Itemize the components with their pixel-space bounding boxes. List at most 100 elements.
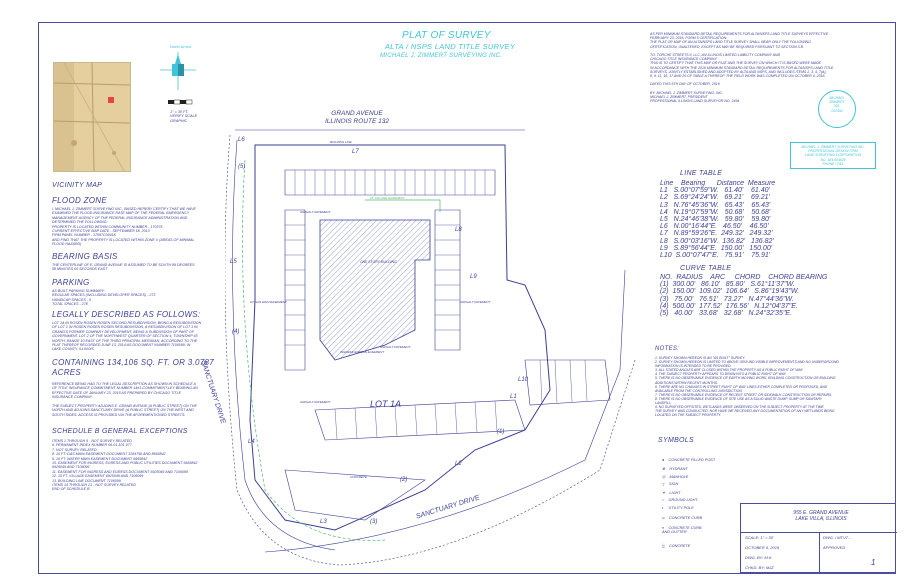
street-label-grand-avenue: GRAND AVENUE ILLINOIS ROUTE 132 [325, 110, 389, 125]
curve-label-4: (4) [232, 329, 240, 335]
vicinity-map-graphic [54, 63, 130, 171]
vicinity-map-title: VICINITY MAP [52, 182, 103, 189]
line-table: Line Bearing Distance Measure L1 S.00°07… [660, 180, 775, 259]
scale-text: 1" = 30 FT. VERIFY SCALE GRAPHIC [170, 110, 198, 123]
plan-note-concrete: CONCRETE [350, 475, 367, 479]
notes-text: 1. SURVEY SHOWN HEREON IS AN "AS BUILT" … [655, 356, 839, 418]
survey-title-2: ALTA / NSPS LAND TITLE SURVEY [385, 42, 516, 51]
easement-line [242, 159, 386, 541]
line-label-l6: L6 [238, 137, 245, 143]
parking-heading: PARKING [52, 278, 90, 287]
symbol-curb-gutter: ≡ CONCRETE CURB AND GUTTER [662, 526, 702, 534]
table-row: L8 S.00°03'16"W. 136.82' 136.82' [660, 237, 774, 245]
company-stamp: MICHAEL J. ZIMMERT SURVEYING INC. PROFES… [790, 142, 876, 170]
title-block-approved: APPROVED [823, 545, 846, 550]
symbol-hydrant: ⊕ HYDRANT [662, 467, 688, 471]
table-row: (5) 40.00' 33.68' 32.68' N.24°32'35"E. [660, 310, 793, 318]
curve-table-title: CURVE TABLE [680, 265, 732, 272]
road-curb-west [232, 139, 336, 551]
table-row: L3 N.76°45'36"W. 65.43' 65.43' [660, 201, 771, 209]
line-table-header: Line Bearing Distance Measure [660, 180, 776, 187]
symbol-concrete-curb: ═ CONCRETE CURB [662, 516, 703, 520]
plan-note-building-line: BUILDING LINE [330, 140, 352, 144]
notes-heading: NOTES: [655, 346, 680, 352]
line-label-l4: L4 [248, 439, 255, 445]
line-label-l8: L8 [455, 227, 462, 233]
plan-note-village-easement: 15' VILLAGE EASEMENT [370, 196, 405, 200]
table-row: L9 S.89°56'44"E. 150.00' 150.00' [660, 244, 773, 252]
title-block-date: OCTOBER 6, 2016 [745, 545, 780, 550]
plan-note-gas-easement: 10' GAS MAIN EASEMENT [250, 300, 287, 304]
table-row: L5 N.24°46'38"W. 59.80' 59.80' [660, 216, 771, 224]
vicinity-map-image [53, 62, 131, 172]
line-label-l5: L5 [230, 259, 237, 265]
containing-heading: CONTAINING 134,106 SQ. FT. OR 3.0787 ACR… [52, 358, 214, 377]
bearing-basis-text: THE CENTERLINE OF E. GRAND AVENUE IS ASS… [52, 263, 195, 272]
symbol-manhole: ◎ MANHOLE [662, 475, 689, 479]
curve-label-5: (5) [238, 164, 246, 170]
schedule-b-heading: SCHEDULE B GENERAL EXCEPTIONS [52, 428, 188, 435]
title-block-scale: SCALE: 1" = 30' [745, 535, 774, 540]
drawing-sheet [38, 22, 896, 574]
legal-description-heading: LEGALLY DESCRIBED AS FOLLOWS: [52, 310, 201, 319]
table-row: (3) 75.00' 76.51' 73.27' N.47°44'36"W. [660, 295, 794, 303]
north-arrow-label: North Arrow [170, 44, 192, 49]
title-block-drawn: DWG. BY: M.K. [745, 555, 773, 560]
flood-zone-heading: FLOOD ZONE [52, 196, 108, 205]
title-block-number: 1 [871, 558, 876, 567]
plan-note-asphalt-2: ASPHALT PAVEMENT [380, 345, 411, 349]
line-table-title: LINE TABLE [680, 170, 723, 177]
site-plan [225, 129, 636, 566]
scale-bar-graphic [168, 99, 193, 105]
curve-table: NO. RADIUS ARC CHORD CHORD BEARING (1) 3… [660, 274, 827, 317]
survey-title-3: MICHAEL J. ZIMMERT SURVEYING INC. [380, 53, 503, 59]
title-block-dwg: DWG. / MTVT... [823, 535, 852, 540]
table-row: L7 N.89°59'26"E. 249.32' 249.32' [660, 230, 773, 238]
symbol-concrete-post: ● CONCRETE FILLED POST [662, 458, 716, 462]
curve-label-3: (3) [370, 519, 378, 525]
line-label-l7: L7 [352, 149, 359, 155]
parking-text: AS BUILT PARKING SUMMARY: REGULAR SPACES… [52, 289, 156, 307]
table-row: L6 N.00°16'44"E. 46.50' 46.50' [660, 223, 769, 231]
curve-label-1: (1) [497, 429, 505, 435]
plan-note-building: ONE STORY BUILDING [360, 260, 397, 264]
symbol-sign: ┬ SIGN [662, 482, 679, 486]
table-row: L1 S.00°07'59"W. 61.40' 61.40' [660, 187, 770, 195]
table-row: L10 S.00°07'47"E. 75.91' 75.91' [660, 252, 771, 260]
legal-description-text: LOT 1A IN ROSEN ROSEN ROSEN SECOND RESUB… [52, 321, 202, 352]
property-boundary [249, 144, 551, 531]
plan-note-asphalt-1: ASPHALT PAVEMENT [300, 210, 331, 214]
line-label-l9: L9 [470, 274, 477, 280]
road-curb-south [264, 269, 626, 553]
line-label-l3: L3 [320, 519, 327, 525]
symbol-ground-light: ○ GROUND LIGHT [662, 498, 698, 502]
table-row: (1) 300.00' 86.10' 85.80' S.61°11'37"W. [660, 281, 795, 289]
survey-title-1: PLAT OF SURVEY [402, 30, 491, 41]
plan-note-asphalt-4: ASPHALT PAVEMENT [460, 300, 491, 304]
table-row: (4) 500.00' 177.52' 176.56' N.12°04'37"E… [660, 302, 798, 310]
north-arrow-icon [160, 52, 196, 90]
curve-label-2: (2) [400, 477, 408, 483]
containing-text: REFERENCE BEING HAD TO THE LEGAL DESCRIP… [52, 382, 198, 417]
project-address: 955 E. GRAND AVENUE LAKE VILLA, ILLINOIS [793, 510, 849, 522]
line-label-l2: L2 [455, 461, 462, 467]
lot-label: LOT 1A [370, 399, 402, 409]
table-row: (2) 150.00' 109.02' 106.64' S.86°19'43"W… [660, 288, 800, 296]
plan-note-asphalt-3: ASPHALT PAVEMENT [300, 400, 331, 404]
symbols-title: SYMBOLS [658, 437, 694, 444]
table-row: L2 S.69°24'24"W. 69.21' 69.21' [660, 194, 770, 202]
plan-note-ingress-egress: INGRESS EGRESS EASEMENT [340, 350, 385, 354]
flood-zone-text: I, MICHAEL J. ZIMMERT SURVEYING INC., BA… [52, 207, 196, 247]
line-label-l10: L10 [518, 377, 529, 383]
bearing-basis-heading: BEARING BASIS [52, 252, 118, 261]
title-block-checked: CHKD. BY: MJZ [745, 565, 774, 570]
symbol-utility-pole: ◐ UTILITY POLE [662, 506, 694, 510]
building-footprint [319, 219, 431, 361]
table-row: L4 N.19°07'59"W. 50.68' 50.68' [660, 208, 771, 216]
surveyor-seal: MICHAEL ZIMMERT 035- 002494 [818, 90, 856, 128]
curve-table-header: NO. RADIUS ARC CHORD CHORD BEARING [660, 274, 828, 281]
symbol-light: ✶ LIGHT [662, 491, 681, 495]
schedule-b-text: ITEMS 1 THROUGH 5 - NOT SURVEY RELATED 6… [52, 439, 198, 492]
certification-text: AS PER MINIMUM STANDARD DETAIL REQUIREME… [650, 32, 834, 104]
line-label-l1: L1 [510, 394, 517, 400]
